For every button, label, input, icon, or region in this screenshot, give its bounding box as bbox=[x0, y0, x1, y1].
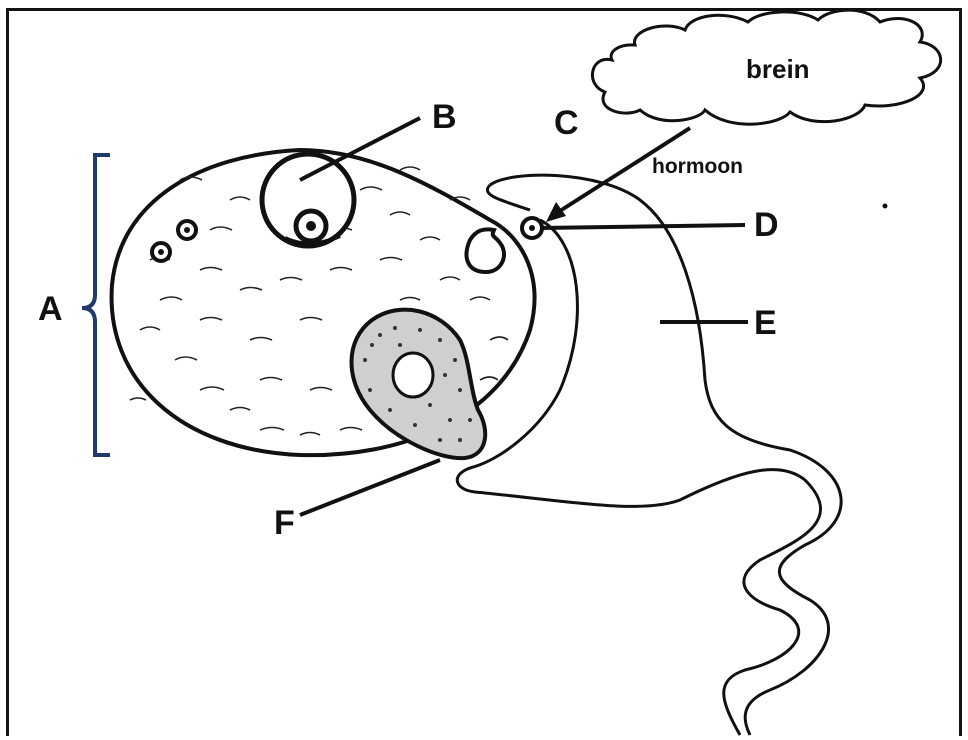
label-c: C bbox=[554, 106, 579, 140]
follicle-b bbox=[262, 154, 354, 246]
cloud-label-brein: brein bbox=[746, 56, 810, 82]
label-b: B bbox=[432, 100, 457, 134]
label-e: E bbox=[754, 306, 777, 340]
arrow-label-hormoon: hormoon bbox=[652, 156, 743, 177]
label-f: F bbox=[274, 506, 295, 540]
label-a: A bbox=[38, 292, 63, 326]
stray-dot bbox=[883, 204, 888, 209]
egg-cell bbox=[522, 218, 542, 238]
label-d: D bbox=[754, 208, 779, 242]
bracket-a bbox=[82, 155, 110, 455]
